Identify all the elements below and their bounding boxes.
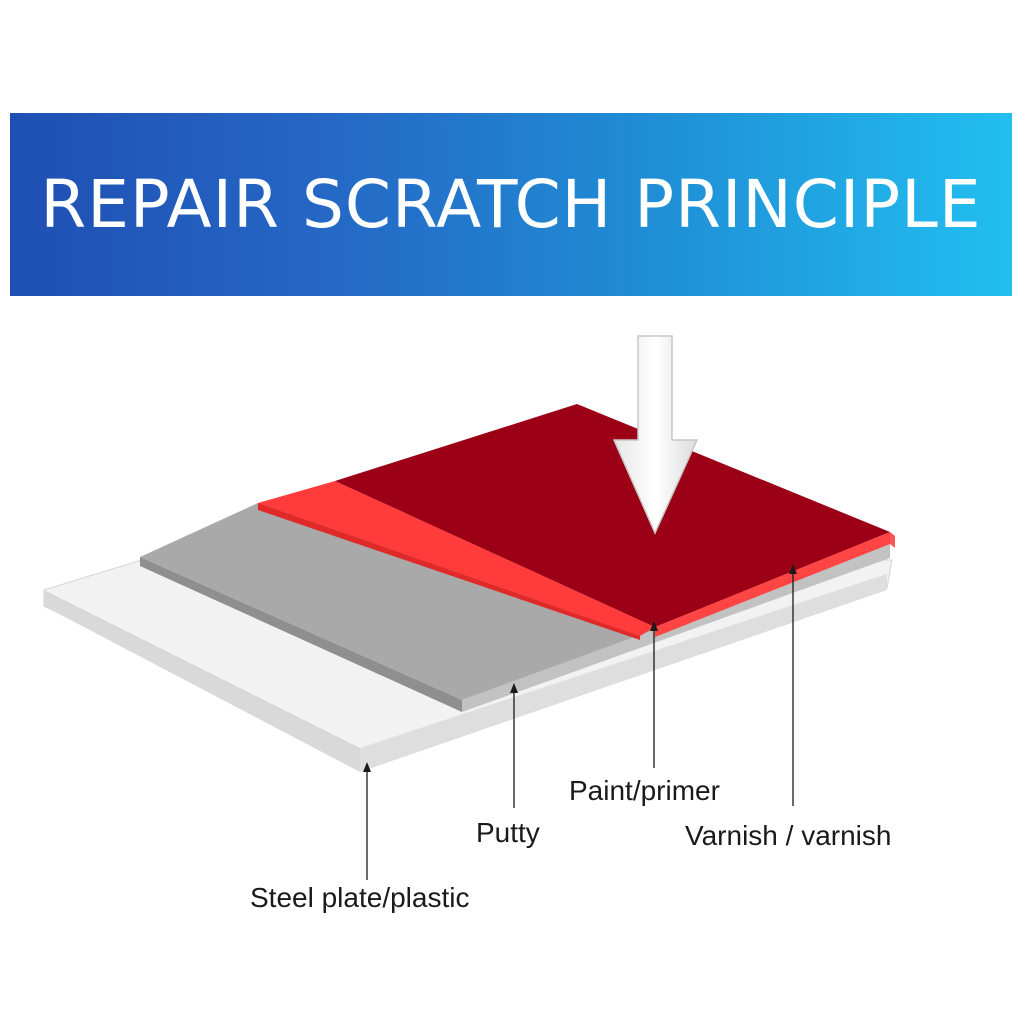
title-banner: REPAIR SCRATCH PRINCIPLE: [10, 113, 1012, 296]
varnish-label: Varnish / varnish: [685, 820, 892, 851]
paint-layer: [258, 481, 655, 640]
putty-label: Putty: [476, 817, 540, 848]
page-title: REPAIR SCRATCH PRINCIPLE: [40, 166, 982, 243]
down-arrow-icon: [612, 335, 699, 535]
paint-primer-label: Paint/primer: [569, 775, 720, 806]
steel-plate-label: Steel plate/plastic: [250, 882, 470, 913]
varnish-layer: [335, 404, 895, 637]
leader-lines: [363, 564, 797, 880]
